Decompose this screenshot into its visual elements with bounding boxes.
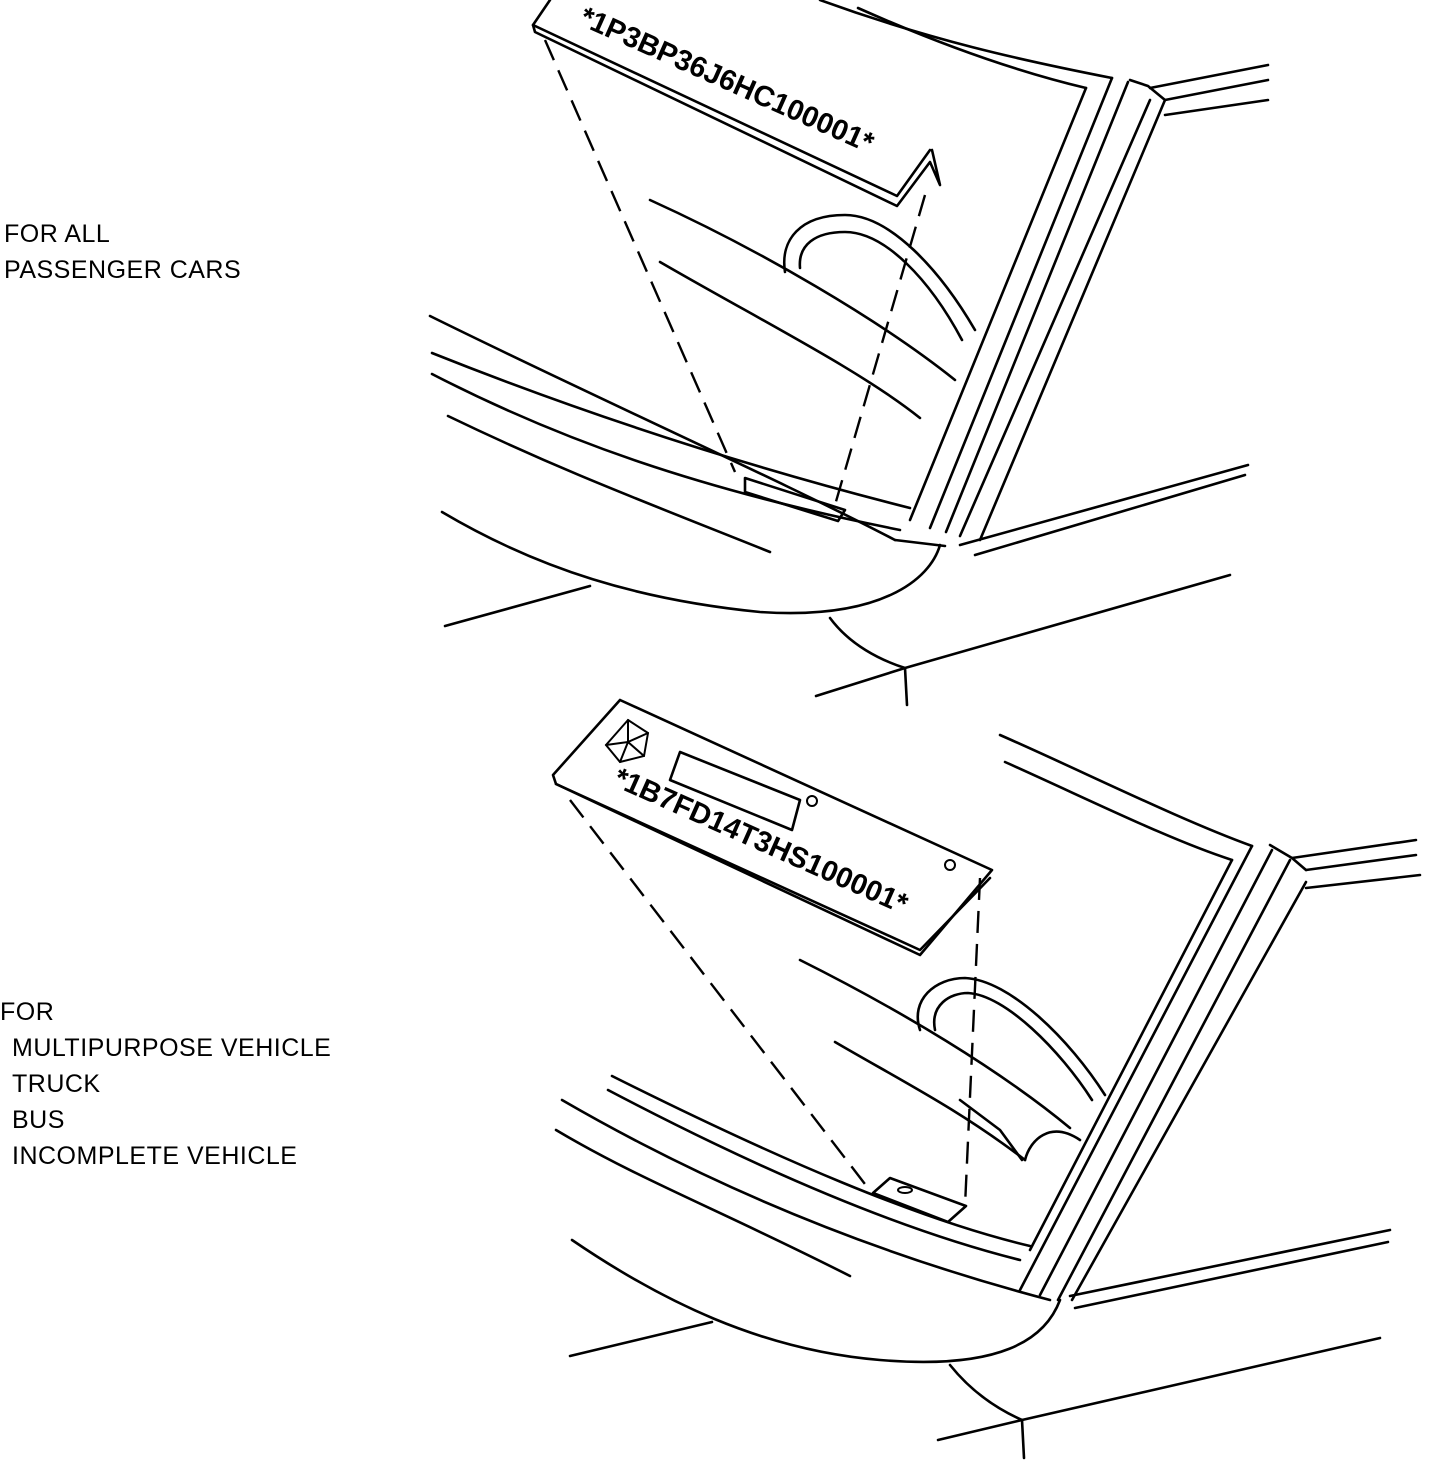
passenger-vin-text: *1P3BP36J6HC100001* — [575, 1, 879, 160]
passenger-vin-plate: *1P3BP36J6HC100001* — [531, 0, 942, 208]
passenger-car-windshield-illustration: *1P3BP36J6HC100001* — [428, 0, 1270, 707]
pentastar-logo-icon — [604, 718, 650, 764]
truck-vin-text: *1B7FD14T3HS100001* — [609, 762, 913, 921]
caption-line: TRUCK — [12, 1070, 101, 1098]
truck-windshield-illustration: *1B7FD14T3HS100001* — [551, 698, 1422, 1460]
rivet-icon — [806, 795, 818, 807]
label-window — [668, 750, 802, 832]
caption-line: FOR — [0, 998, 55, 1026]
caption-line: FOR ALL — [4, 220, 111, 248]
caption-line: PASSENGER CARS — [4, 256, 242, 284]
truck-caption: FOR MULTIPURPOSE VEHICLE TRUCK BUS INCOM… — [0, 994, 331, 1174]
rivet-icon — [944, 859, 956, 871]
passenger-car-caption: FOR ALL PASSENGER CARS — [4, 216, 241, 288]
caption-line: INCOMPLETE VEHICLE — [12, 1142, 298, 1170]
caption-line: MULTIPURPOSE VEHICLE — [12, 1034, 332, 1062]
caption-line: BUS — [12, 1106, 65, 1134]
truck-vin-plate: *1B7FD14T3HS100001* — [551, 698, 994, 957]
